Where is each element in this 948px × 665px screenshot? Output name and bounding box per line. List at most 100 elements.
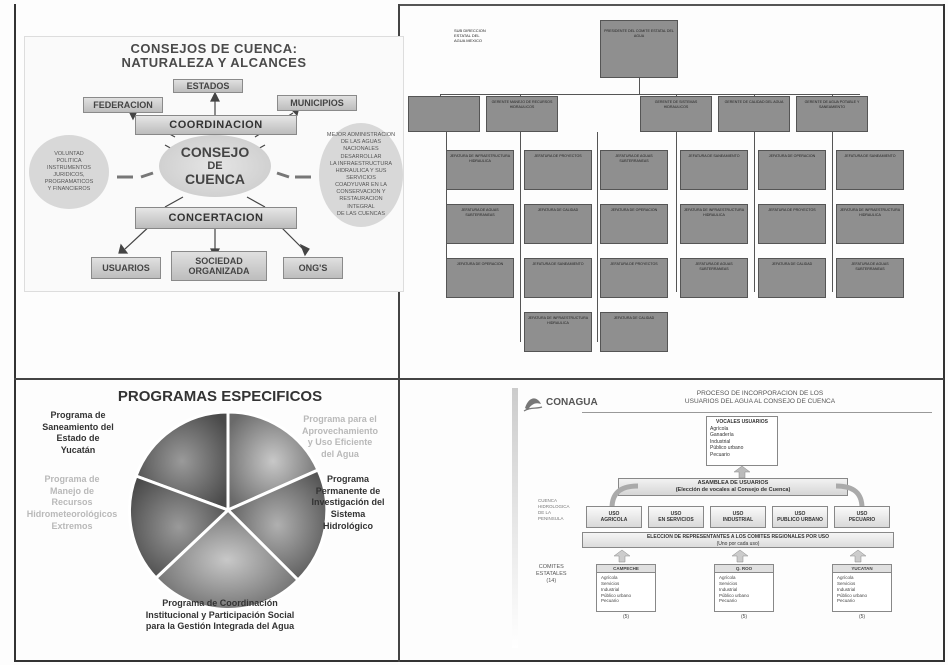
org-unit-box: JEFATURA DE CALIDAD — [524, 204, 592, 244]
programa-line: para la Gestión Integrada del Agua — [145, 621, 295, 632]
org-unit-label: JEFATURA DE AGUAS SUBTERRANEAS — [851, 262, 889, 271]
pie-slice-saneamiento — [134, 410, 230, 513]
org-note-line: ESTATAL DEL — [454, 33, 480, 39]
state-name: YUCATAN — [833, 565, 891, 573]
comites-label: COMITES ESTATALES (14) — [536, 564, 567, 585]
state-item: Pecuario — [601, 598, 619, 604]
org-level1-box: GERENTE DE AGUA POTABLE Y SANEAMIENTO — [796, 96, 868, 132]
conagua-logo-icon — [523, 398, 543, 412]
pie-slice-investigacion — [225, 468, 328, 583]
vocales-item: Ganadería — [710, 432, 734, 438]
estados-box: ESTADOS — [173, 79, 243, 93]
eleccion-sub: (Uno por cada uso) — [716, 540, 760, 547]
state-name: Q. ROO — [715, 565, 773, 573]
programa-line: Programa de — [50, 410, 106, 420]
programas-pie — [128, 410, 328, 610]
programa-line: Extremos — [51, 520, 93, 531]
vocales-box: VOCALES USUARIOS Agrícola Ganadería Indu… — [706, 416, 778, 466]
uso-line1: USO — [608, 511, 620, 517]
conagua-slide: CONAGUA PROCESO DE INCORPORACION DE LOS … — [512, 388, 942, 658]
cuenca-label-line: DE LA — [538, 509, 552, 515]
org-level1-label: GERENTE DE AGUA POTABLE Y SANEAMIENTO — [804, 100, 860, 109]
org-unit-box: JEFATURA DE PROYECTOS — [524, 150, 592, 190]
programa-line: del Agua — [321, 449, 359, 460]
org-unit-box: JEFATURA DE INFRAESTRUCTURA HIDRAULICA — [524, 312, 592, 352]
horizontal-divider — [14, 378, 944, 380]
state-item: Servicios — [601, 580, 620, 586]
consejo-line-1: CONSEJO — [180, 143, 250, 160]
org-unit-label: JEFATURA DE OPERACION — [456, 262, 504, 266]
org-unit-label: JEFATURA DE AGUAS SUBTERRANEAS — [615, 154, 653, 163]
org-unit-box: JEFATURA DE INFRAESTRUCTURA HIDRAULICA — [680, 204, 748, 244]
asamblea-sub: (Elección de vocales al Consejo de Cuenc… — [675, 487, 791, 494]
org-unit-label: JEFATURA DE INFRAESTRUCTURA HIDRAULICA — [449, 154, 511, 163]
org-unit-box: JEFATURA DE AGUAS SUBTERRANEAS — [680, 258, 748, 298]
uso-line2: PUBLICO URBANO — [777, 517, 823, 523]
org-unit-box: JEFATURA DE OPERACION — [446, 258, 514, 298]
conagua-header-rule — [582, 412, 932, 413]
org-unit-label: JEFATURA DE SANEAMIENTO — [532, 262, 584, 266]
conagua-title-line: PROCESO DE INCORPORACION DE LOS — [696, 390, 824, 397]
cuenca-label-line: PENINSULA — [538, 515, 564, 521]
programa-line: Hidrológico — [323, 520, 373, 531]
programa-line: Yucatán — [60, 445, 96, 456]
org-level1-label: GERENTE DE CALIDAD DEL AGUA — [724, 100, 784, 104]
usuarios-box: USUARIOS — [91, 257, 161, 279]
org-unit-box: JEFATURA DE AGUAS SUBTERRANEAS — [446, 204, 514, 244]
state-arrows — [613, 549, 867, 563]
right-circle-line: LA INFRAESTRUCTURA — [329, 160, 393, 167]
comites-label-line: ESTATALES — [536, 571, 567, 578]
org-level1-label: GERENTE DE SISTEMAS HIDRAULICOS — [654, 100, 698, 109]
org-spine — [676, 132, 677, 292]
right-circle-line: DE LAS CUENCAS — [337, 210, 385, 217]
curved-arrows — [609, 483, 865, 509]
programa-line: Permanente de — [315, 485, 381, 496]
org-spine — [597, 132, 598, 342]
uso-line1: USO — [856, 511, 868, 517]
asamblea-label: ASAMBLEA DE USUARIOS — [697, 480, 769, 486]
state-item: Público urbano — [837, 592, 868, 598]
ongs-box: ONG'S — [283, 257, 343, 279]
uso-line2: EN SERVICIOS — [658, 517, 694, 523]
left-circle-line: VOLUNTAD — [54, 150, 84, 157]
org-level1-box — [408, 96, 480, 132]
org-unit-box: JEFATURA DE AGUAS SUBTERRANEAS — [600, 150, 668, 190]
cuenca-side-label: CUENCA HIDROLOGICA DE LA PENINSULA — [538, 498, 570, 521]
programa-line: Saneamiento del — [42, 421, 114, 432]
frame-border — [14, 4, 945, 662]
org-level1-box: GERENTE DE CALIDAD DEL AGUA — [718, 96, 790, 132]
municipios-box: MUNICIPIOS — [277, 95, 357, 111]
programa-aprovechamiento: Programa para el Aprovechamiento y Uso E… — [290, 414, 390, 461]
org-unit-label: JEFATURA DE PROYECTOS — [768, 208, 816, 212]
consejos-slide: CONSEJOS DE CUENCA: NATURALEZA Y ALCANCE… — [24, 36, 404, 292]
cuenca-label-line: CUENCA — [538, 498, 558, 503]
uso-line2: INDUSTRIAL — [722, 517, 754, 523]
org-note-line: AGUA MEXICO — [454, 38, 483, 44]
org-root-box: PRESIDENTE DEL COMITE ESTATAL DEL AGUA — [600, 20, 678, 78]
programa-line: Programa de — [44, 474, 100, 484]
uso-box: USO AGRICOLA — [586, 506, 642, 528]
sociedad-box: SOCIEDAD ORGANIZADA — [171, 251, 267, 281]
state-box-campeche: CAMPECHE Agrícola Servicios Industrial P… — [596, 564, 656, 612]
state-box-yucatan: YUCATAN Agrícola Servicios Industrial Pú… — [832, 564, 892, 612]
org-unit-label: JEFATURA DE INFRAESTRUCTURA HIDRAULICA — [683, 208, 745, 217]
state-item: Público urbano — [719, 592, 750, 598]
programas-title: PROGRAMAS ESPECIFICOS — [117, 388, 323, 405]
programa-line: Hidrometeorológicos — [26, 509, 118, 520]
programa-line: Aprovechamiento — [301, 425, 379, 436]
conagua-logo: CONAGUA — [522, 390, 598, 416]
state-item: Pecuario — [837, 598, 855, 604]
concertacion-band: CONCERTACION — [135, 207, 297, 229]
programa-line: Recursos — [51, 497, 93, 508]
org-unit-box: JEFATURA DE SANEAMIENTO — [836, 150, 904, 190]
left-circle-line: JURIDICOS, — [53, 172, 85, 178]
state-box-qroo: Q. ROO Agrícola Servicios Industrial Púb… — [714, 564, 774, 612]
state-item: Industrial — [837, 586, 856, 592]
state-count: (5) — [622, 614, 630, 620]
frame-top-border — [398, 4, 945, 6]
coordinacion-band: COORDINACION — [135, 115, 297, 135]
right-circle-line: MEJOR ADMINISTRACION — [326, 132, 396, 139]
federacion-box: FEDERACION — [83, 97, 163, 113]
org-unit-label: JEFATURA DE CALIDAD — [613, 316, 655, 320]
up-arrow-icon — [734, 466, 750, 478]
